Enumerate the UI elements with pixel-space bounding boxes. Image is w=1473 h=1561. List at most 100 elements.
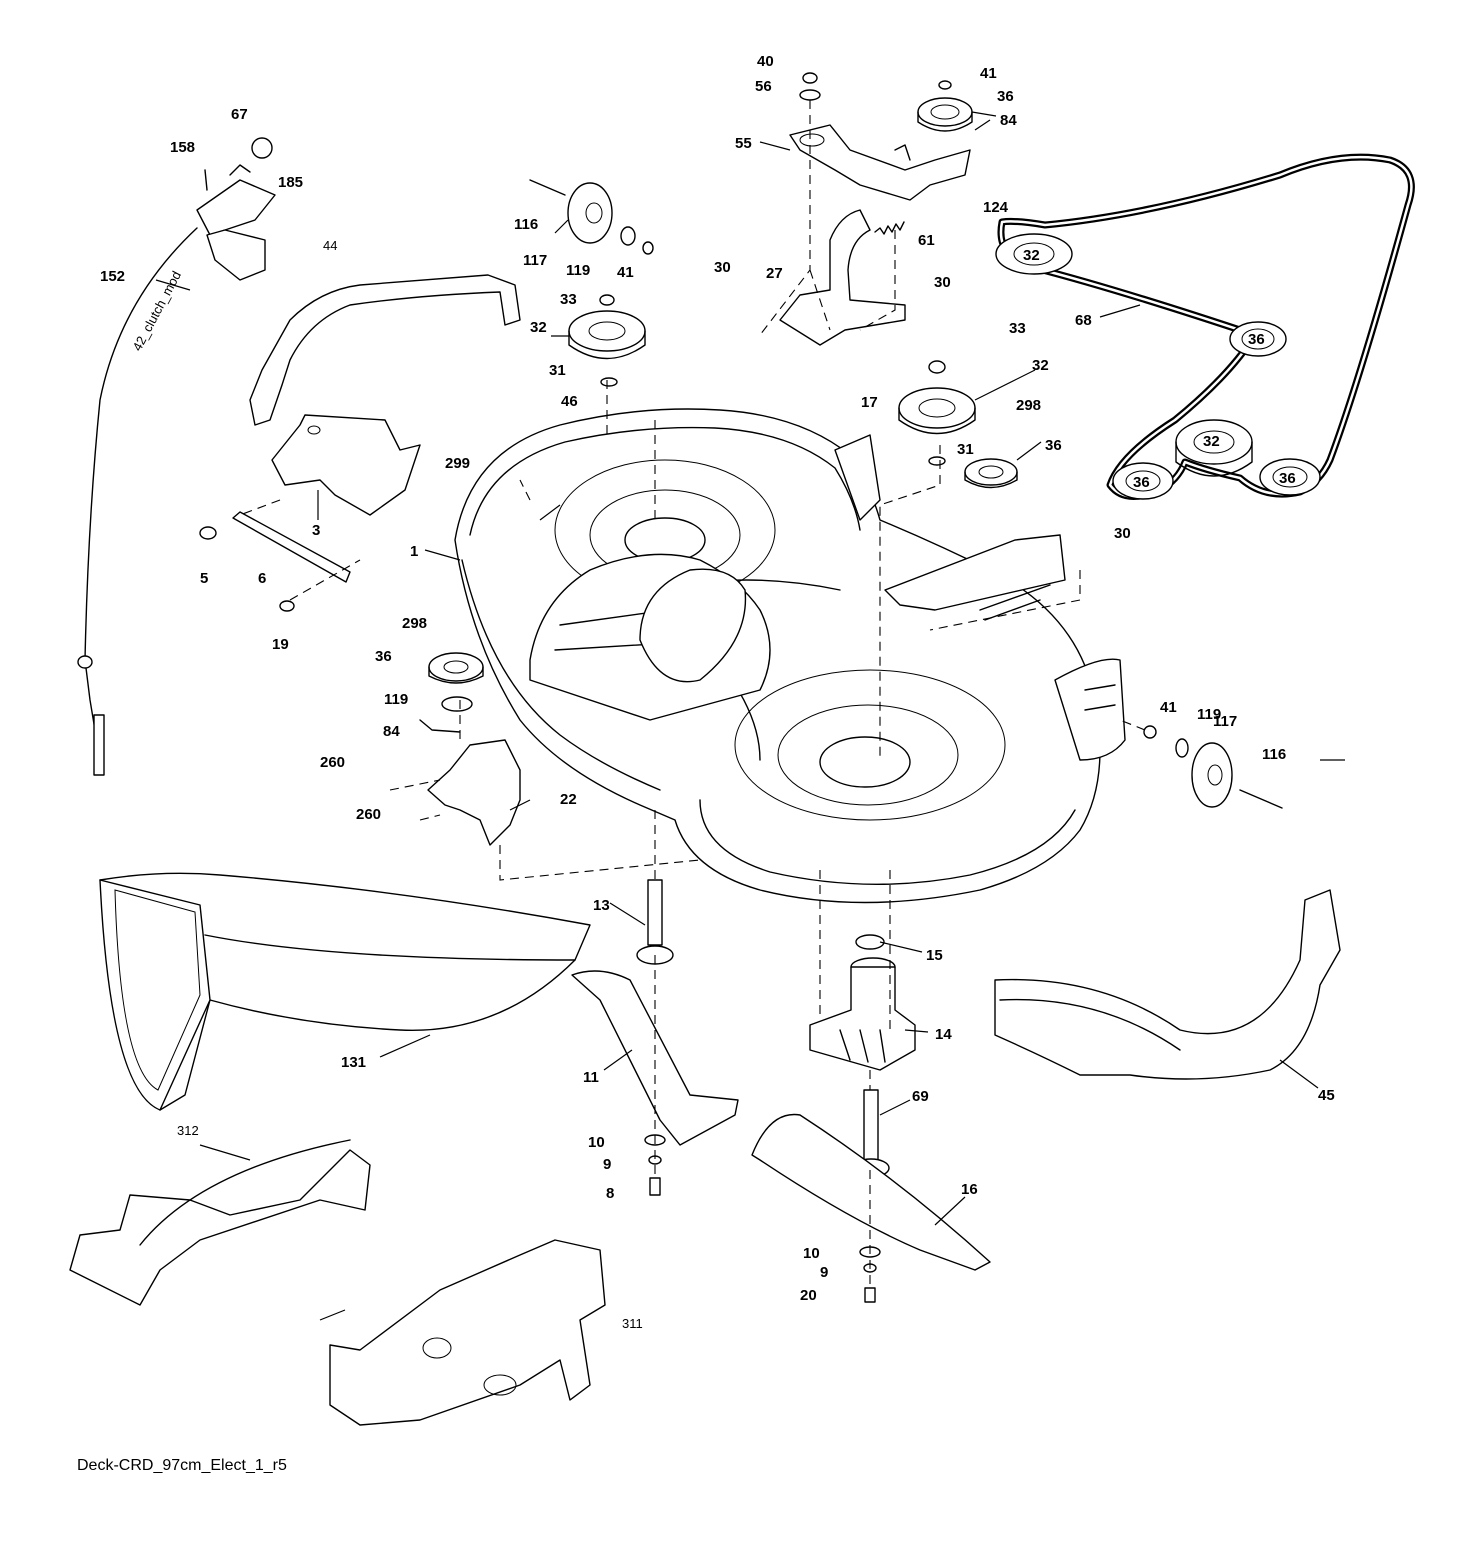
callout-84-left: 84 xyxy=(383,723,400,740)
callout-119-top: 119 xyxy=(566,262,590,279)
callout-5: 5 xyxy=(200,570,208,587)
callout-31-left: 31 xyxy=(549,362,566,379)
callout-11: 11 xyxy=(583,1069,599,1086)
callout-298-right: 298 xyxy=(1016,397,1041,414)
callout-84-top: 84 xyxy=(1000,112,1017,129)
callout-33-right: 33 xyxy=(1009,320,1026,337)
discharge-chute-131 xyxy=(99,872,591,1111)
callout-131: 131 xyxy=(341,1054,366,1071)
callout-56: 56 xyxy=(755,78,772,95)
mulch-kit-311 xyxy=(329,1239,606,1426)
knob-67 xyxy=(251,137,273,159)
callout-1: 1 xyxy=(410,543,418,560)
callout-9-right: 9 xyxy=(820,1264,828,1281)
callout-55: 55 xyxy=(735,135,752,152)
leader-lines xyxy=(155,111,1345,1321)
nut-40 xyxy=(802,72,818,84)
callout-119-left: 119 xyxy=(384,691,408,708)
callout-152: 152 xyxy=(100,268,125,285)
idler-arm-55 xyxy=(789,124,971,201)
pulley-117-top xyxy=(529,179,654,255)
spindle-housing-14 xyxy=(809,934,916,1071)
callout-260-top: 260 xyxy=(320,754,345,771)
callout-10-right: 10 xyxy=(803,1245,820,1262)
callout-13: 13 xyxy=(593,897,610,914)
belt-pulley-36-left xyxy=(1112,462,1174,500)
callout-185: 185 xyxy=(278,174,303,191)
washer-31-right xyxy=(928,456,946,466)
callout-16: 16 xyxy=(961,1181,978,1198)
callout-31-right: 31 xyxy=(957,441,974,458)
callout-30-bracket: 30 xyxy=(1114,525,1131,542)
callout-20: 20 xyxy=(800,1287,817,1304)
callout-45: 45 xyxy=(1318,1087,1335,1104)
belt-pulley-32-top xyxy=(995,233,1073,275)
belt-pulley-36-right-low xyxy=(1259,458,1321,496)
callout-19: 19 xyxy=(272,636,289,653)
callout-117-top: 117 xyxy=(523,252,547,269)
callout-117-right: 117 xyxy=(1213,713,1237,730)
callout-41-pulley: 41 xyxy=(617,264,634,281)
assembly-lines xyxy=(239,100,1146,1290)
callout-298-left: 298 xyxy=(402,615,427,632)
callout-30-left: 30 xyxy=(714,259,731,276)
cable-152: 42_clutch_mod xyxy=(77,227,198,776)
callout-10-left: 10 xyxy=(588,1134,605,1151)
callout-119-right: 119 xyxy=(1197,706,1221,723)
pulley-36-right xyxy=(964,458,1018,489)
blade-11 xyxy=(571,970,739,1146)
callout-22: 22 xyxy=(560,791,577,808)
callout-61: 61 xyxy=(918,232,935,249)
mower-deck-housing xyxy=(454,408,1126,904)
callout-33-left: 33 xyxy=(560,291,577,308)
callout-67: 67 xyxy=(231,106,248,123)
chute-cover xyxy=(529,553,771,721)
side-shield-45 xyxy=(994,889,1341,1080)
callout-17: 17 xyxy=(861,394,878,411)
bracket-27 xyxy=(779,209,906,346)
bolt-20 xyxy=(864,1287,876,1303)
callout-124: 124 xyxy=(983,199,1009,216)
arm-44 xyxy=(249,274,521,426)
callout-9-left: 9 xyxy=(603,1156,611,1173)
diagram-caption: Deck-CRD_97cm_Elect_1_r5 xyxy=(77,1457,287,1474)
callout-260-bottom: 260 xyxy=(356,806,381,823)
callout-6: 6 xyxy=(258,570,266,587)
callout-116-right: 116 xyxy=(1262,746,1286,763)
deck-bracket-right xyxy=(834,434,1066,621)
spring-61 xyxy=(874,221,905,235)
bracket-22 xyxy=(427,739,521,846)
callout-36-top: 36 xyxy=(997,88,1014,105)
blade-16 xyxy=(751,1113,991,1271)
callout-46: 46 xyxy=(561,393,578,410)
belt-pulley-36-right xyxy=(1229,321,1287,357)
pulley-36-left xyxy=(419,652,484,733)
callout-36-left: 36 xyxy=(375,648,392,665)
spindle-shaft-13 xyxy=(636,879,674,965)
callout-32-left: 32 xyxy=(530,319,547,336)
pulley-32-left xyxy=(568,294,646,387)
callout-312: 312 xyxy=(177,1123,199,1138)
pulley-36-top xyxy=(917,80,973,132)
callout-41-top: 41 xyxy=(980,65,997,82)
callout-299: 299 xyxy=(445,455,470,472)
clip-5 xyxy=(199,526,217,540)
link-bar-6 xyxy=(232,511,351,583)
washer-56 xyxy=(799,89,821,101)
callout-158: 158 xyxy=(170,139,195,156)
callout-36-right: 36 xyxy=(1045,437,1062,454)
callout-15: 15 xyxy=(926,947,943,964)
callout-116-top: 116 xyxy=(514,216,538,233)
callout-40: 40 xyxy=(757,53,774,70)
callout-36-belt-right: 36 xyxy=(1248,331,1265,348)
callout-44: 44 xyxy=(323,238,337,253)
callout-32-right: 32 xyxy=(1032,357,1049,374)
callout-30-right: 30 xyxy=(934,274,951,291)
cable-text: 42_clutch_mod xyxy=(129,269,184,354)
clutch-switch-185 xyxy=(196,164,276,281)
callout-68: 68 xyxy=(1075,312,1092,329)
callout-labels: 1 3 5 6 8 9 9 10 10 11 13 14 15 16 17 19… xyxy=(100,53,1335,1331)
pulley-117-right xyxy=(1143,725,1283,809)
pulley-32-right xyxy=(898,360,976,435)
